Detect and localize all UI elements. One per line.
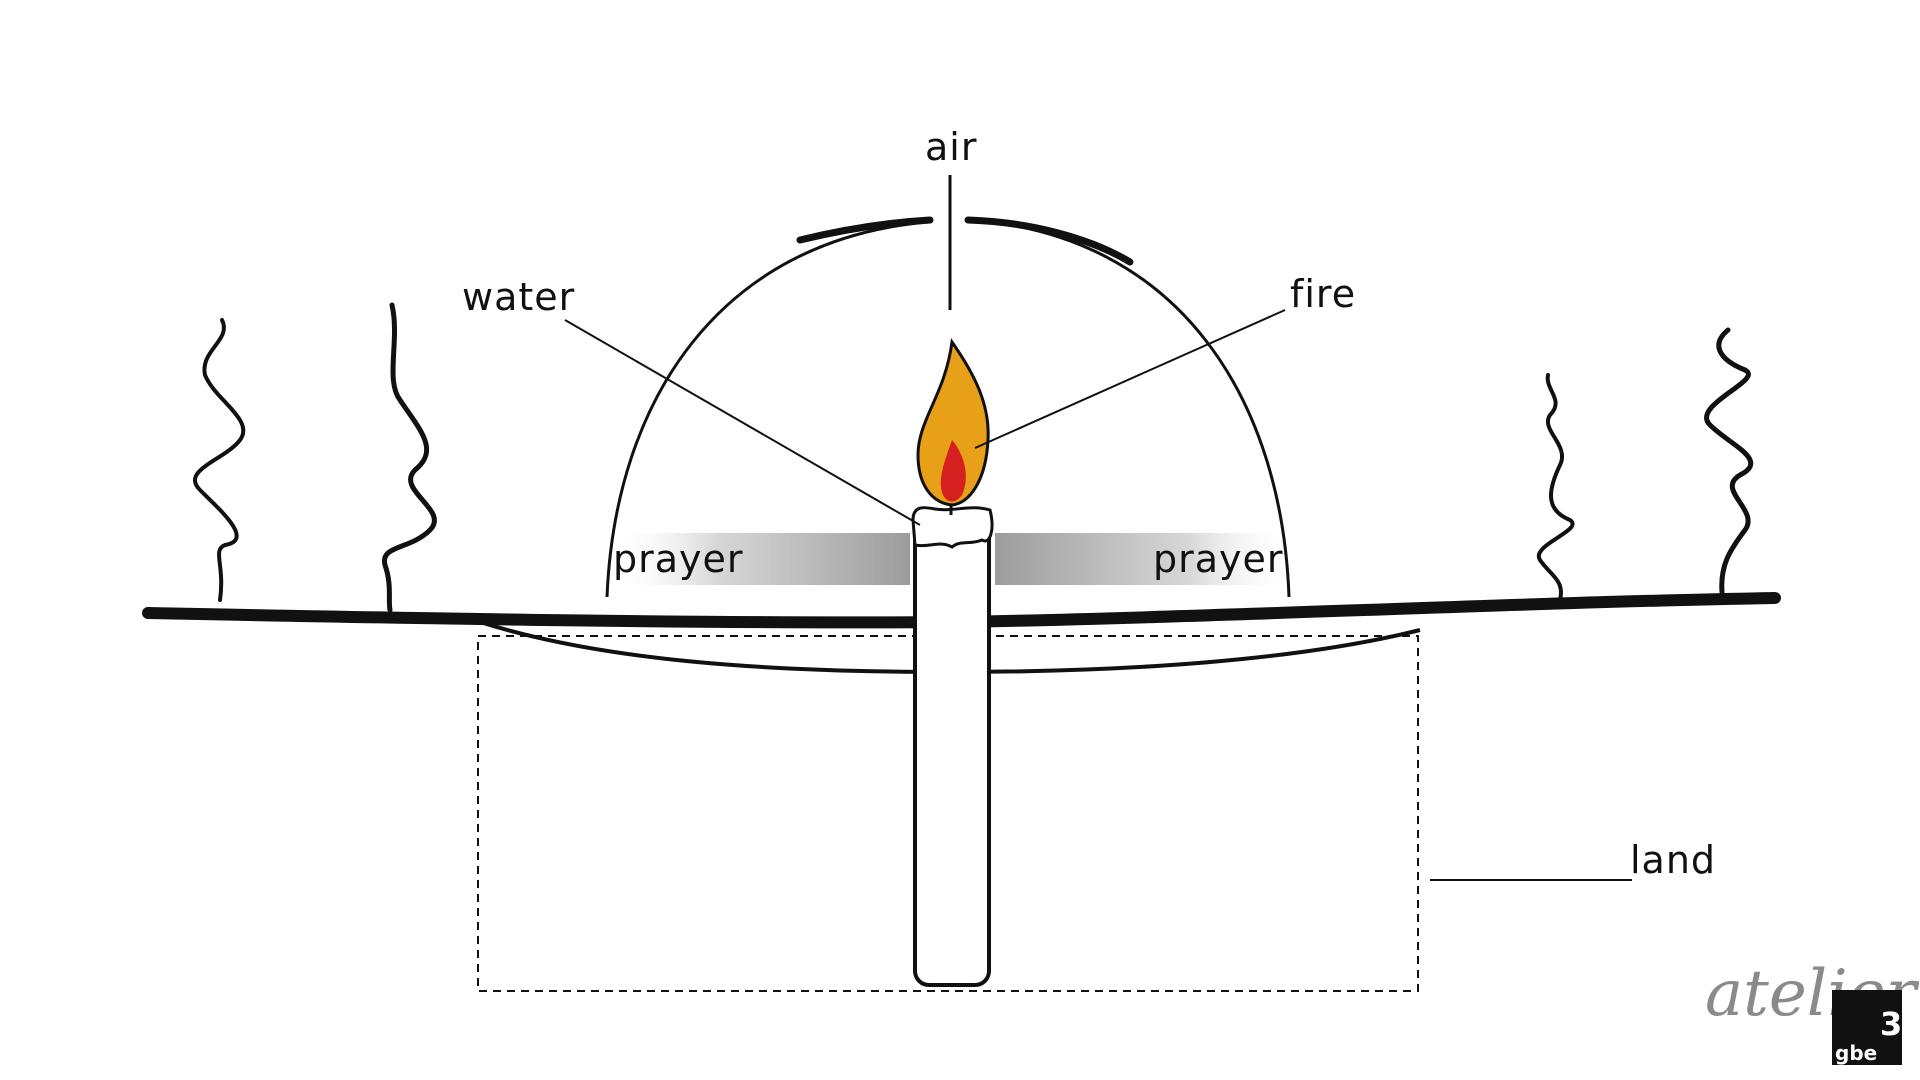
dome-arc-thick-right xyxy=(964,216,1134,266)
label-air: air xyxy=(925,125,977,169)
smoke-wisp-icon xyxy=(193,302,1754,613)
label-prayer-right: prayer xyxy=(1153,537,1284,581)
fire-leader xyxy=(974,309,1286,449)
logo-box-text: gbe xyxy=(1835,1041,1877,1065)
label-land: land xyxy=(1630,838,1716,882)
label-water: water xyxy=(462,275,575,319)
logo-box-number: 3 xyxy=(1880,1005,1902,1043)
dome-arc xyxy=(605,220,929,598)
label-prayer-left: prayer xyxy=(613,537,744,581)
atelier-gbe3-logo: atelier gbe 3 xyxy=(1705,957,1920,1065)
prayer-band-right xyxy=(995,533,1295,585)
flame-icon xyxy=(916,337,990,507)
label-fire: fire xyxy=(1290,272,1356,316)
prayer-band-left xyxy=(610,533,910,585)
dome-arc-thick-left xyxy=(796,216,934,244)
water-leader xyxy=(564,319,921,526)
candle-icon xyxy=(911,502,994,987)
